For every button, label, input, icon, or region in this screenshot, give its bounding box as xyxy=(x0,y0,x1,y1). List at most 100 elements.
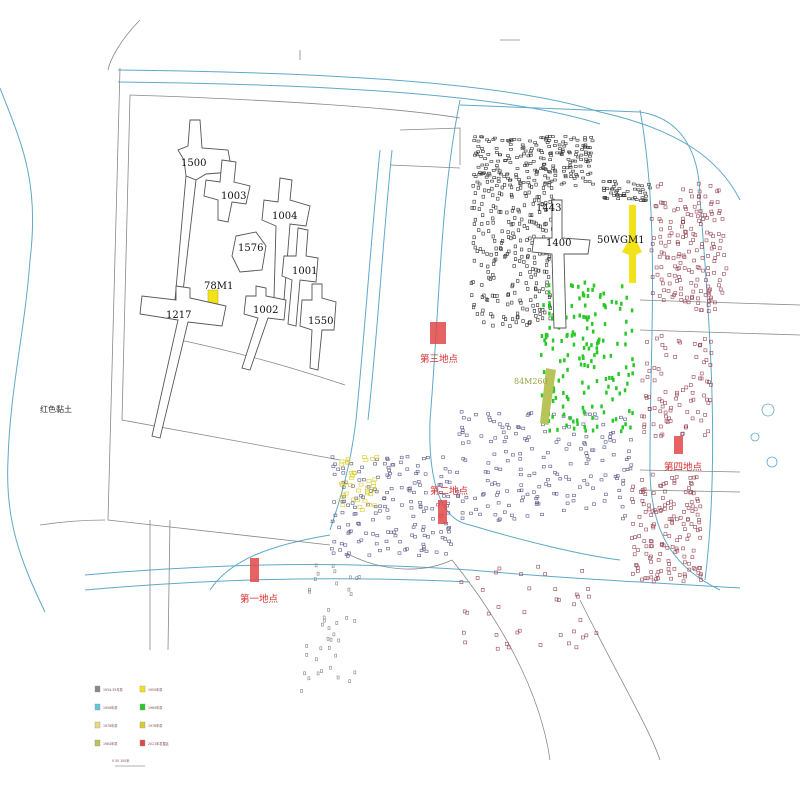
tomb-mark xyxy=(569,175,573,178)
green-tomb-mark xyxy=(567,397,570,402)
tomb-mark xyxy=(631,197,635,201)
tomb-mark xyxy=(675,390,679,395)
tomb-mark xyxy=(547,254,551,259)
tomb-mark xyxy=(336,675,340,680)
green-tomb-mark xyxy=(582,409,586,414)
tomb-mark xyxy=(331,551,336,555)
legend-swatch xyxy=(94,685,101,693)
tomb-mark xyxy=(399,460,403,464)
tomb-mark xyxy=(694,248,699,253)
tomb-mark xyxy=(431,517,435,521)
tomb-mark xyxy=(525,170,530,173)
tomb-mark xyxy=(690,416,695,421)
tomb-mark xyxy=(529,149,533,153)
tomb-mark xyxy=(485,478,490,483)
green-tomb-mark xyxy=(571,284,574,289)
tomb-mark xyxy=(603,473,608,477)
tomb-mark xyxy=(680,432,685,436)
tomb-mark xyxy=(472,258,476,263)
tomb-mark xyxy=(362,498,368,503)
tomb-mark xyxy=(708,287,713,292)
tomb-mark xyxy=(658,234,663,239)
tomb-mark xyxy=(656,558,661,562)
green-tomb-mark xyxy=(620,301,623,306)
tomb-mark xyxy=(340,503,346,508)
tomb-mark xyxy=(368,492,374,497)
tomb-mark xyxy=(541,287,545,291)
tomb-mark xyxy=(675,517,679,522)
tomb-mark xyxy=(355,576,359,580)
tomb-mark xyxy=(346,503,351,507)
tomb-mark xyxy=(659,542,664,547)
legend-swatch xyxy=(139,739,146,747)
tomb-mark xyxy=(545,280,549,285)
tomb-mark xyxy=(449,542,453,546)
tomb-mark xyxy=(500,139,505,142)
tomb-mark xyxy=(529,411,534,415)
tomb-mark xyxy=(706,309,711,314)
tomb-mark xyxy=(424,506,429,510)
tomb-1217-outline xyxy=(139,285,227,439)
green-tomb-mark xyxy=(562,391,565,395)
tomb-mark xyxy=(584,461,589,466)
tomb-mark xyxy=(659,250,664,255)
green-tomb-mark xyxy=(591,321,594,326)
tomb-mark xyxy=(508,179,512,182)
tomb-mark xyxy=(603,440,608,444)
tomb-mark xyxy=(517,488,521,493)
green-tomb-mark xyxy=(584,315,588,320)
tomb-mark xyxy=(480,587,485,592)
tomb-mark xyxy=(345,457,351,462)
tomb-mark xyxy=(709,382,713,387)
tomb-mark xyxy=(713,255,718,260)
tomb-mark xyxy=(587,164,591,168)
tomb-mark xyxy=(364,491,370,496)
tomb-mark xyxy=(496,501,501,505)
tomb-mark xyxy=(571,499,576,503)
tomb-mark xyxy=(681,253,686,258)
tomb-mark xyxy=(447,539,451,543)
tomb-mark xyxy=(527,473,532,478)
tomb-mark xyxy=(668,220,673,224)
tomb-mark xyxy=(661,482,666,486)
tomb-mark xyxy=(525,255,530,260)
tomb-mark xyxy=(634,563,639,568)
tomb-mark xyxy=(518,467,523,471)
tomb-mark xyxy=(658,409,663,414)
tomb-mark xyxy=(489,160,494,163)
tomb-mark xyxy=(574,645,579,650)
tomb-mark xyxy=(364,531,368,535)
tomb-mark xyxy=(351,484,355,488)
tomb-mark xyxy=(675,233,680,238)
tomb-mark xyxy=(400,503,404,507)
tomb-mark xyxy=(617,488,622,493)
tomb-mark xyxy=(582,441,587,445)
green-tomb-mark xyxy=(565,315,568,320)
tomb-mark xyxy=(339,483,345,488)
tomb-mark xyxy=(706,429,710,434)
tomb-mark xyxy=(588,474,593,478)
tomb-mark xyxy=(544,137,549,140)
tomb-mark xyxy=(617,495,622,499)
tomb-mark xyxy=(615,189,620,192)
tomb-mark xyxy=(346,523,351,527)
tomb-mark xyxy=(472,199,476,204)
tomb-mark xyxy=(483,167,488,170)
tomb-mark xyxy=(681,546,685,551)
tomb-mark xyxy=(411,514,416,519)
tomb-mark xyxy=(519,572,523,577)
tomb-mark xyxy=(447,530,451,534)
tomb-mark xyxy=(642,414,646,419)
green-tomb-mark xyxy=(593,353,596,358)
tomb-mark xyxy=(662,288,666,293)
tomb-mark xyxy=(584,633,589,638)
tomb-mark xyxy=(496,483,501,487)
tomb-mark xyxy=(386,547,390,551)
tomb-mark xyxy=(497,412,502,416)
tomb-mark xyxy=(521,306,525,311)
tomb-mark xyxy=(712,259,717,264)
tomb-mark xyxy=(561,140,566,144)
tomb-mark xyxy=(562,144,567,148)
tomb-mark xyxy=(654,265,659,270)
